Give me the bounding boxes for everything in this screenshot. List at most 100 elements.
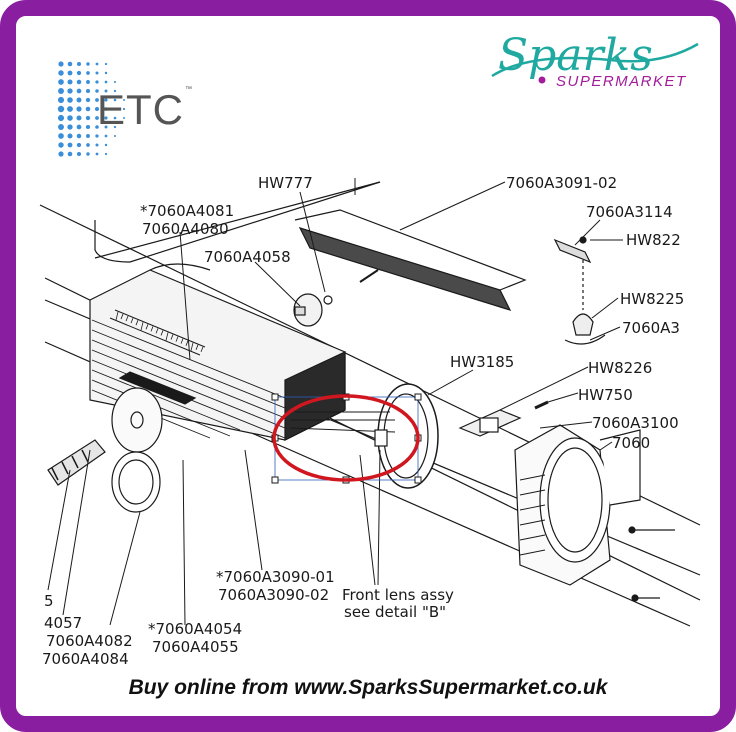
scale-tick xyxy=(175,336,179,342)
etc-logo-dot xyxy=(58,70,64,76)
etc-logo-dot xyxy=(67,79,73,85)
supermarket-logo-text: SUPERMARKET xyxy=(556,73,687,90)
sparks-supermarket-logo: Sparks SUPERMARKET xyxy=(491,32,699,90)
etc-logo-dot xyxy=(86,134,90,138)
leader-line xyxy=(399,181,506,231)
label-7060a3: 7060A3 xyxy=(622,319,680,337)
top-rail-edge xyxy=(294,209,527,291)
scale-tick xyxy=(150,326,154,332)
label-4057: 4057 xyxy=(44,614,82,632)
cone-arc xyxy=(564,334,606,345)
leader-line xyxy=(109,511,141,626)
etc-logo-dot xyxy=(77,152,81,156)
etc-logo-dot xyxy=(104,89,108,93)
scale-tick xyxy=(195,344,199,350)
etc-logo-dot xyxy=(104,71,108,75)
highlight-ellipse xyxy=(272,394,420,482)
etc-logo-dot xyxy=(58,61,64,67)
leader-line xyxy=(254,261,301,307)
selection-handle[interactable] xyxy=(271,393,279,401)
etc-logo-dot xyxy=(67,106,73,112)
etc-logo-dot xyxy=(113,80,117,84)
scale-tick xyxy=(185,340,189,346)
label-7060a3090-01: *7060A3090-01 xyxy=(216,568,335,586)
etc-logo-dot xyxy=(76,115,82,121)
scale-tick xyxy=(165,332,169,341)
etc-logo-dot xyxy=(95,80,99,84)
etc-logo-dot xyxy=(113,89,117,93)
label-hw8226: HW8226 xyxy=(588,359,652,377)
barrel-slot xyxy=(118,371,197,405)
etc-logo-dot xyxy=(85,115,91,121)
cone-knob xyxy=(572,313,594,336)
barrel-interior xyxy=(284,351,346,441)
leader-line xyxy=(244,449,263,571)
etc-logo-dot xyxy=(95,98,99,102)
etc-logo-dot xyxy=(123,117,125,119)
etc-logo-dot xyxy=(67,124,73,130)
etc-logo-dot xyxy=(76,88,82,94)
scale-tick xyxy=(160,330,164,336)
label-front-lens: Front lens assy xyxy=(342,586,454,604)
etc-logo-dot xyxy=(104,80,108,84)
etc-logo-dot xyxy=(67,133,73,139)
selection-handle[interactable] xyxy=(414,393,422,401)
label-7060a3114: 7060A3114 xyxy=(586,203,673,221)
etc-logo-dot xyxy=(67,115,73,121)
etc-logo-dot xyxy=(104,116,108,120)
etc-logo-dot xyxy=(76,106,82,112)
clip-bracket xyxy=(553,238,592,264)
etc-logo-dot xyxy=(95,152,99,156)
etc-logo-dot xyxy=(113,125,117,129)
etc-logo-dot xyxy=(95,62,99,66)
etc-logo-dot xyxy=(67,142,73,148)
scale-tick xyxy=(115,311,119,321)
etc-logo-dot xyxy=(95,134,99,138)
etc-logo-dot xyxy=(76,70,82,76)
etc-logo-dot xyxy=(95,107,99,111)
etc-logo-dot xyxy=(76,97,82,103)
etc-logo-dot xyxy=(113,134,117,138)
etc-logo-dot xyxy=(104,98,108,102)
selection-handle[interactable] xyxy=(414,476,422,484)
top-rail xyxy=(298,227,512,311)
scale-tick xyxy=(155,328,159,334)
guide-line xyxy=(94,181,381,259)
etc-logo-dot xyxy=(86,71,90,75)
label-hw822: HW822 xyxy=(626,231,681,249)
selection-handle[interactable] xyxy=(271,476,279,484)
scale-tick xyxy=(130,318,134,324)
washer xyxy=(323,295,333,305)
etc-logo-dot xyxy=(85,124,91,130)
etc-logo-dot xyxy=(113,98,117,102)
label-hw3185: HW3185 xyxy=(450,353,514,371)
etc-logo-dot xyxy=(58,79,64,85)
knob xyxy=(293,293,323,327)
leader-line xyxy=(427,369,474,396)
etc-logo-dot xyxy=(104,143,108,147)
etc-logo-dot xyxy=(67,151,73,157)
scale-tick xyxy=(145,324,149,330)
label-see-detail: see detail "B" xyxy=(344,603,446,621)
leader-line xyxy=(47,469,71,591)
label-7060a3090-02: 7060A3090-02 xyxy=(218,586,329,604)
scale-tick xyxy=(140,322,144,331)
leader-line xyxy=(539,421,593,429)
label-5: 5 xyxy=(44,592,54,610)
scale-tick xyxy=(170,334,174,340)
etc-logo-dot xyxy=(104,134,108,138)
etc-logo-dot xyxy=(77,62,81,66)
logo-swoosh xyxy=(491,42,699,78)
etc-logo-dot xyxy=(57,105,65,113)
etc-logo-dot xyxy=(123,99,125,101)
leader-line xyxy=(182,459,186,626)
front-cap-side xyxy=(599,429,641,506)
scale-tick xyxy=(200,346,204,352)
etc-logo-dot xyxy=(76,142,82,148)
etc-logo-dot xyxy=(57,96,65,104)
leader-line xyxy=(62,449,91,616)
etc-logo-dot xyxy=(95,71,99,75)
label-7060a4055: 7060A4055 xyxy=(152,638,239,656)
etc-logo-text: ETC™ xyxy=(97,86,193,133)
etc-logo-dot xyxy=(113,116,117,120)
